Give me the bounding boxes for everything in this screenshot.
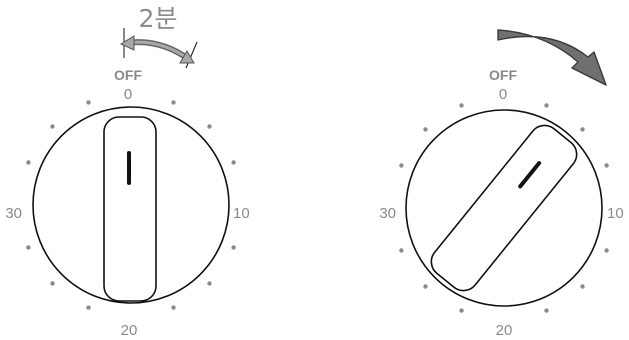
scale-dot [207,124,211,128]
scale-dot [399,248,403,252]
off-label: OFF [489,67,517,83]
right-timer-dial: OFF 0 10 20 30 [379,30,623,339]
off-label: OFF [114,67,142,83]
minutes-annotation: 2분 [139,4,178,33]
scale-dot [580,127,584,131]
scale-label-30: 30 [5,205,22,222]
scale-dot [544,103,548,107]
scale-label-0: 0 [124,86,132,103]
scale-dot [604,163,608,167]
scale-dot [231,245,235,249]
scale-dot [399,163,403,167]
scale-dot [423,284,427,288]
double-headed-arrow-icon [121,28,197,68]
scale-label-30: 30 [379,205,396,222]
left-timer-dial: OFF 0 10 20 30 2분 [5,4,249,339]
scale-dot [86,305,90,309]
timer-knob[interactable] [104,117,156,301]
scale-dot [26,160,30,164]
scale-dot [580,284,584,288]
scale-dot [459,308,463,312]
scale-dot [171,305,175,309]
scale-dot [171,100,175,104]
scale-label-10: 10 [233,205,250,222]
scale-label-20: 20 [121,322,138,339]
scale-dot [26,245,30,249]
scale-label-10: 10 [607,205,624,222]
scale-label-0: 0 [499,86,507,103]
scale-dot [423,127,427,131]
scale-dot [86,100,90,104]
knob-body[interactable] [104,117,156,301]
scale-dot [604,248,608,252]
scale-dot [50,124,54,128]
scale-label-20: 20 [496,322,513,339]
scale-dot [231,160,235,164]
scale-dot [207,281,211,285]
scale-dot [50,281,54,285]
scale-dot [544,308,548,312]
scale-dot [459,103,463,107]
